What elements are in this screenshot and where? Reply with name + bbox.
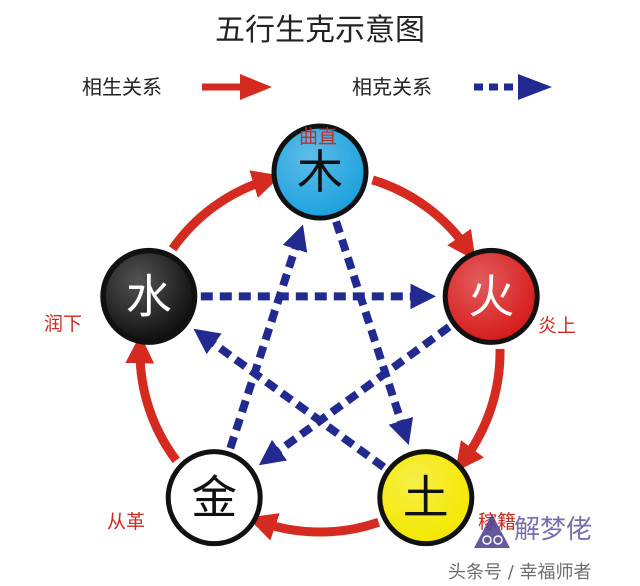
node-metal: 金 xyxy=(165,449,263,547)
generating-arrow-metal-to-water xyxy=(125,334,180,464)
legend-overcoming-label: 相克关系 xyxy=(352,75,432,99)
legend: 相生关系 相克关系 xyxy=(82,74,552,100)
node-wood: 木 xyxy=(271,123,369,221)
node-water-char: 水 xyxy=(126,269,172,323)
overcoming-arrow-wood-to-earth xyxy=(332,220,414,446)
node-metal-gloss xyxy=(171,454,258,541)
overcoming-arrow-metal-to-wood xyxy=(226,224,308,450)
node-fire-gloss xyxy=(448,253,535,340)
label-water-attribute: 润下 xyxy=(44,313,82,335)
node-fire: 火 xyxy=(442,247,540,345)
node-earth-gloss xyxy=(382,454,469,541)
node-metal-char: 金 xyxy=(191,471,237,525)
node-fire-char: 火 xyxy=(468,269,514,323)
overcoming-cycle xyxy=(193,220,452,471)
generating-arrow-fire-to-earth xyxy=(455,348,505,472)
generating-arrow-earth-to-metal xyxy=(247,513,381,541)
node-water: 水 xyxy=(100,247,198,345)
label-metal-attribute: 从革 xyxy=(107,511,145,533)
node-earth-char: 土 xyxy=(403,471,449,525)
label-fire-attribute: 炎上 xyxy=(538,315,576,337)
legend-generating-label: 相生关系 xyxy=(82,75,162,99)
node-wood-char: 木 xyxy=(297,145,343,199)
node-water-gloss xyxy=(105,253,192,340)
node-wood-gloss xyxy=(277,129,363,215)
legend-overcoming-arrow xyxy=(474,74,552,100)
generating-arrow-water-to-wood xyxy=(168,170,282,252)
generating-arrow-wood-to-fire xyxy=(371,175,476,261)
watermark-byline: 头条号 / 幸福师者 xyxy=(448,562,592,583)
watermark-brand: 解梦佬 xyxy=(514,515,592,545)
diagram-title: 五行生克示意图 xyxy=(215,13,425,48)
watermark-logo-icon xyxy=(474,514,510,548)
generating-cycle xyxy=(125,170,505,541)
watermark: 解梦佬 头条号 / 幸福师者 xyxy=(448,514,592,583)
label-wood-attribute: 曲直 xyxy=(299,126,337,148)
overcoming-arrow-fire-to-metal xyxy=(258,323,452,466)
legend-generating-arrow xyxy=(202,74,272,100)
node-earth: 土 xyxy=(377,449,475,547)
